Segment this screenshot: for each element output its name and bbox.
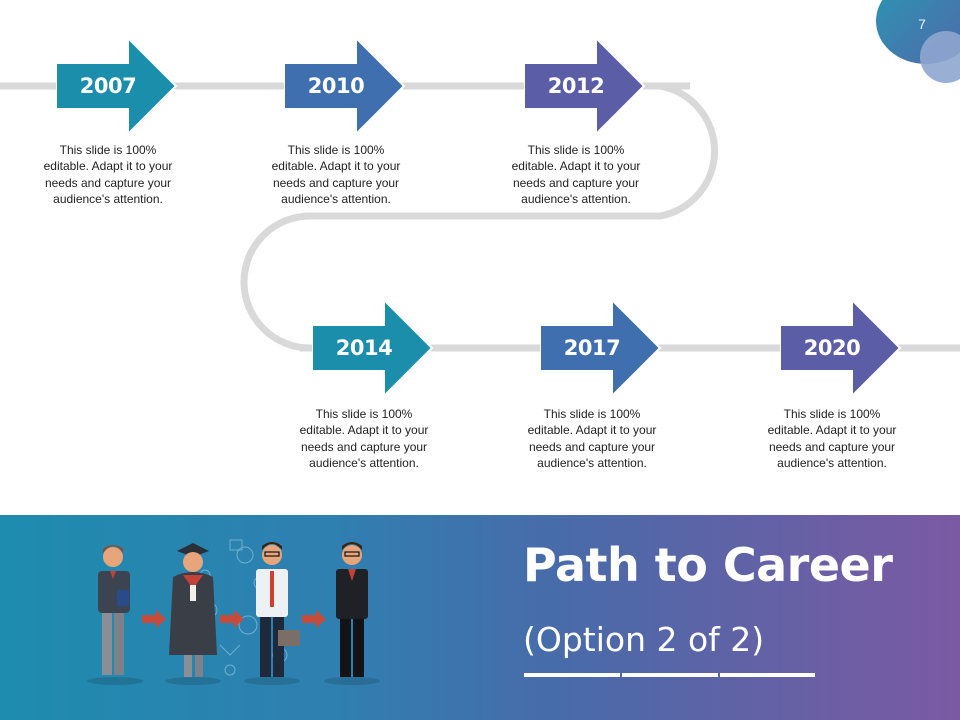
slide-number-decor-circle — [920, 31, 960, 83]
arrow-icon — [312, 300, 434, 396]
slide-number: 7 — [918, 16, 926, 32]
job-seeker-figure — [256, 542, 300, 677]
arrow-icon — [56, 38, 178, 134]
milestone-description: This slide is 100% editable. Adapt it to… — [43, 143, 173, 207]
milestone-description: This slide is 100% editable. Adapt it to… — [527, 407, 657, 471]
red-arrow-icon — [142, 610, 326, 628]
milestone-description: This slide is 100% editable. Adapt it to… — [271, 143, 401, 207]
milestone-description: This slide is 100% editable. Adapt it to… — [767, 407, 897, 471]
career-illustration — [87, 539, 380, 685]
professional-figure — [336, 542, 368, 677]
milestone-description: This slide is 100% editable. Adapt it to… — [299, 407, 429, 471]
title-underline-segment — [622, 673, 718, 677]
milestone-description: This slide is 100% editable. Adapt it to… — [511, 143, 641, 207]
arrow-icon — [780, 300, 902, 396]
arrow-icon — [524, 38, 646, 134]
arrow-icon — [284, 38, 406, 134]
graduate-figure — [169, 543, 217, 677]
slide-subtitle: (Option 2 of 2) — [523, 620, 765, 659]
slide-title: Path to Career — [523, 538, 893, 592]
title-underline-segment — [524, 673, 620, 677]
student-figure — [98, 545, 130, 675]
title-underline-segment — [720, 673, 815, 677]
arrow-icon — [540, 300, 662, 396]
